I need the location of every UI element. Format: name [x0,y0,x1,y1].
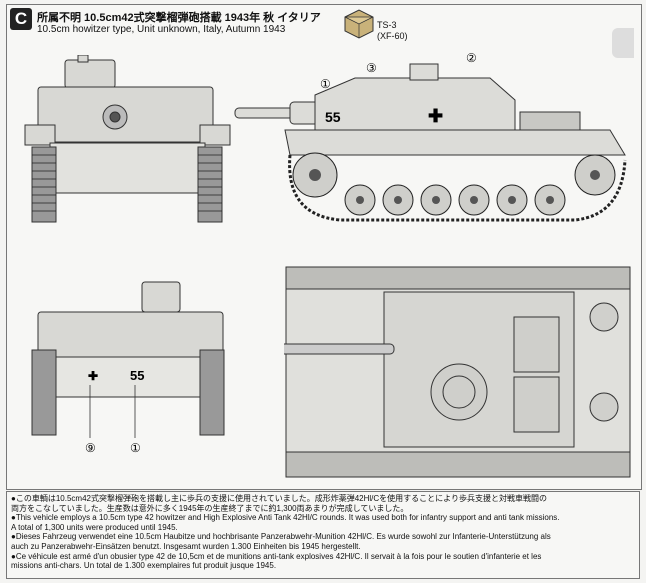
callout-1: ① [320,77,331,91]
rear-callout-9: ⑨ [85,441,96,455]
note-en-1: ●This vehicle employs a 10.5cm type 42 h… [11,513,560,523]
callout-3: ③ [366,61,377,75]
note-jp-1: ●この車輌は10.5cm42式突撃榴弾砲を搭載し主に歩兵の支援に使用されていまし… [11,494,548,503]
title-japanese: 所属不明 10.5cm42式突撃榴弾砲搭載 1943年 秋 イタリア [37,12,321,24]
side-balkenkreuz: ✚ [428,106,443,126]
note-de-2: auch zu Panzerabwehr-Einsätzen benutzt. … [11,541,361,551]
front-view-drawing [24,55,231,223]
title-english: 10.5cm howitzer type, Unit unknown, Ital… [37,24,286,35]
section-badge: C [10,8,32,30]
callout-2: ② [466,51,477,65]
rear-view-drawing: ⑨ ① ✚ 55 [31,281,225,455]
note-jp-2: 両方をこなしていました。生産数は意外に多く1945年の生産終了までに約1,300… [11,503,409,513]
note-en-2: A total of 1,300 units were produced unt… [11,522,178,532]
note-fr-1: ●Ce véhicule est armé d'un obusier type … [11,551,542,561]
rear-balkenkreuz: ✚ [88,369,98,383]
paint-code-alt: (XF-60) [377,31,408,41]
notes-panel: ●この車輌は10.5cm42式突撃榴弾砲を搭載し主に歩兵の支援に使用されていまし… [6,491,640,579]
paint-code: TS-3 (XF-60) [377,20,408,42]
page-tab [612,28,634,58]
note-de-1: ●Dieses Fahrzeug verwendet eine 10.5cm H… [11,532,551,542]
rear-hull-number: 55 [130,368,144,383]
note-fr-2: missions anti-chars. Un total de 1.300 e… [11,561,277,571]
paint-code-primary: TS-3 [377,20,397,30]
side-view-drawing: ① ② ③ 55 ✚ [234,51,627,222]
top-view-drawing [284,266,631,478]
side-hull-number: 55 [325,109,341,125]
paint-chip-icon [344,9,374,39]
rear-callout-1: ① [130,441,141,455]
